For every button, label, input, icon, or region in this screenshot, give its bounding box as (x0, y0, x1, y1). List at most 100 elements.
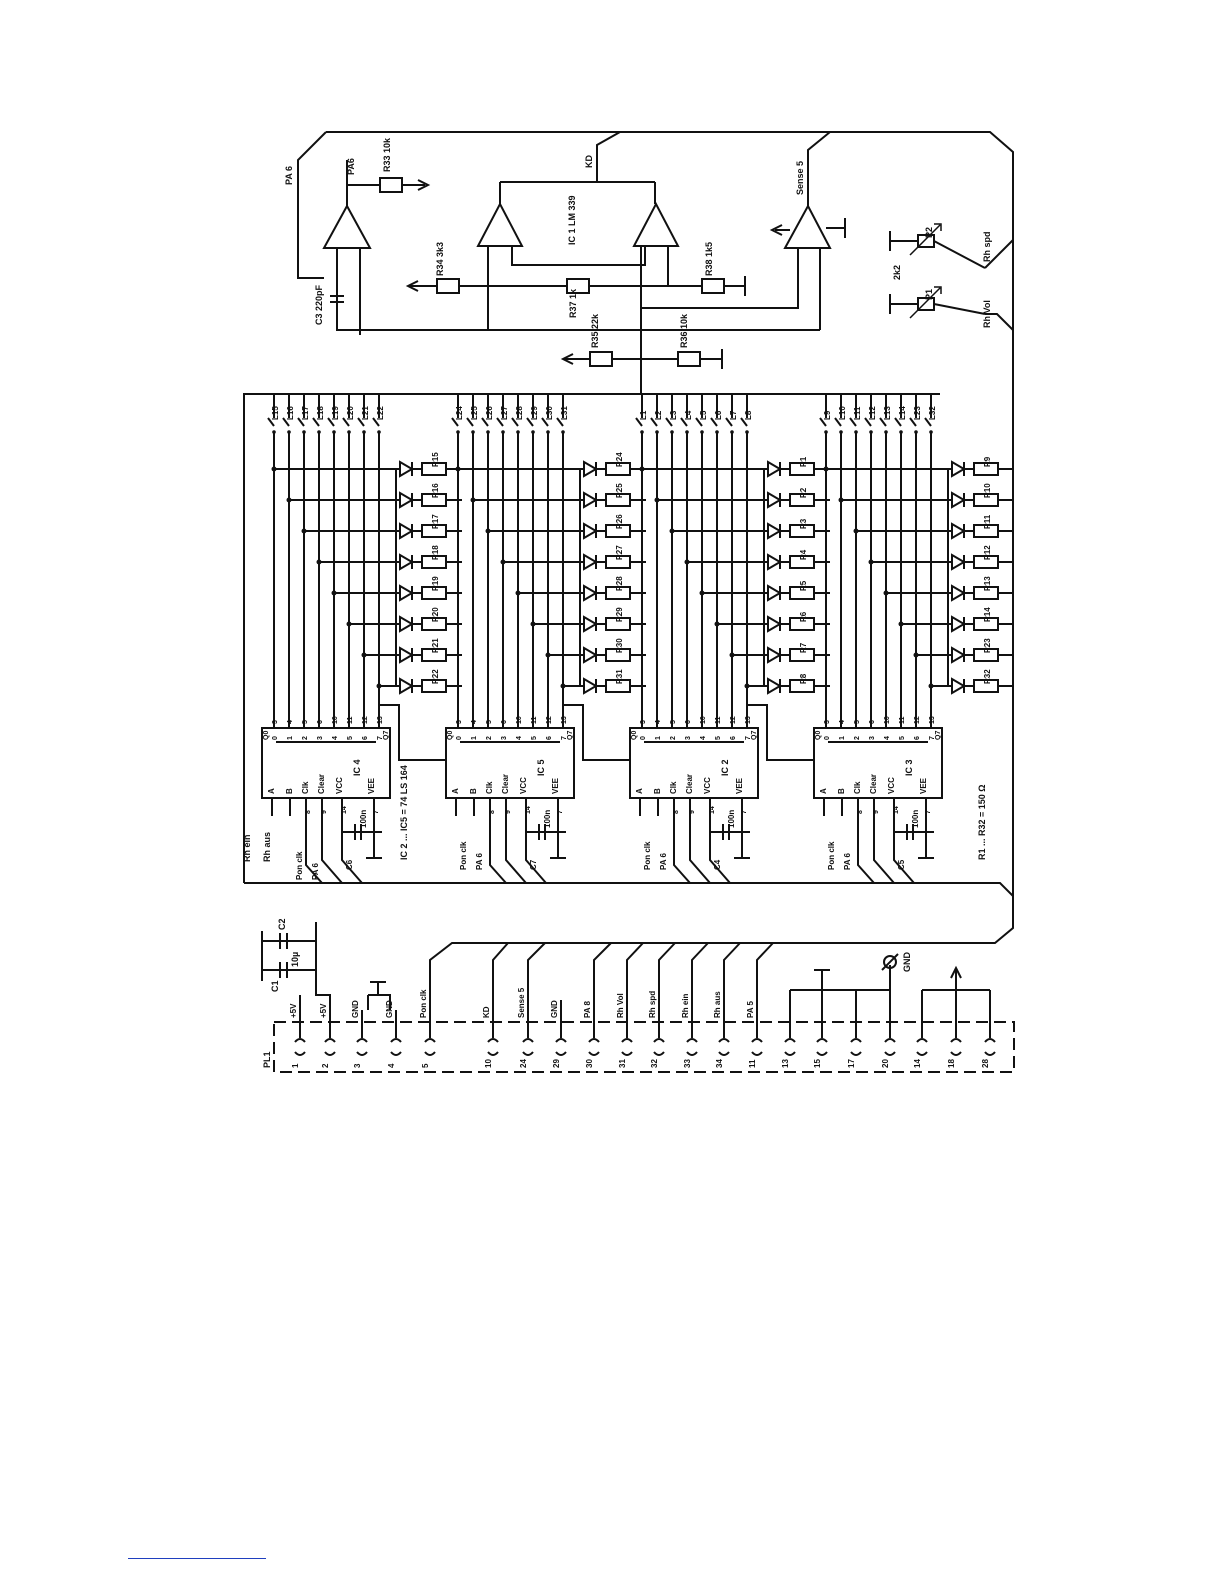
resistor-label-r32: R32 (983, 669, 992, 684)
pin-number-13: 13 (781, 1059, 790, 1068)
ic-pin-a: A (635, 788, 644, 794)
diode-32 (951, 677, 966, 695)
resistor-r33 (379, 177, 403, 193)
diode-4 (399, 553, 414, 571)
line-label-l14: L14 (898, 406, 907, 420)
pin-13: 13 (781, 1010, 796, 1068)
resistor-label-r8: R8 (799, 673, 808, 684)
comparator-u2 (476, 201, 524, 247)
line-label-l8: L8 (744, 410, 753, 420)
diode-23 (767, 646, 782, 664)
ic-pin-6: 6 (685, 720, 692, 724)
line-label-l20: L20 (346, 406, 355, 420)
switch-l5 (695, 394, 703, 427)
switch-l15 (267, 394, 275, 427)
diode-17 (767, 460, 782, 478)
vee-pin-7: 7 (925, 810, 932, 814)
ic-q-4: 4 (884, 736, 891, 740)
line-label-l11: L11 (853, 406, 862, 420)
ic-pin-10: 10 (516, 716, 523, 724)
diode-10 (583, 491, 598, 509)
pin-28: 28 (981, 1010, 996, 1068)
ic-pin-10: 10 (700, 716, 707, 724)
ic-pin-13: 13 (929, 716, 936, 724)
diode-29 (951, 584, 966, 602)
switch-l24 (451, 394, 459, 427)
ic-q-7: 7 (561, 736, 568, 740)
pin-15: 15 (813, 1010, 828, 1068)
pin-14: 14 (913, 1010, 928, 1068)
ic-q-3: 3 (317, 736, 324, 740)
label-kd: KD (584, 155, 594, 168)
diode-8 (399, 677, 414, 695)
clear-pin-9: 9 (873, 810, 880, 814)
label-r35: R35 22k (590, 313, 600, 348)
pin-number-32: 32 (650, 1059, 659, 1068)
diode-13 (583, 584, 598, 602)
ic-2 (261, 727, 391, 799)
pin-number-15: 15 (813, 1059, 822, 1068)
ic-pin-5: 5 (302, 720, 309, 724)
ic-pin-6: 6 (869, 720, 876, 724)
label-r-note: R1 ... R32 = 150 Ω (977, 784, 987, 860)
switch-l21 (357, 394, 365, 427)
outer-bus-lines (243, 131, 1014, 1010)
resistor-label-r26: R26 (615, 514, 624, 529)
cap-value-c5: 100n (911, 810, 920, 828)
label-rhvol: Rh Vol (982, 300, 992, 328)
pin-number-11: 11 (748, 1059, 757, 1068)
label-p1: P1 (924, 289, 934, 300)
switch-l25 (466, 394, 474, 427)
resistor-label-r17: R17 (431, 514, 440, 529)
line-label-l22: L22 (376, 406, 385, 420)
resistor-label-r6: R6 (799, 611, 808, 622)
line-label-l12: L12 (868, 406, 877, 420)
ic-pin-4: 4 (655, 720, 662, 724)
pin-signal-32: Rh spd (648, 991, 657, 1018)
vee-pin-7: 7 (557, 810, 564, 814)
pin-number-28: 28 (981, 1059, 990, 1068)
label-r38: R38 1k5 (704, 242, 714, 276)
switch-l1 (635, 394, 643, 427)
ic-q-0: 0 (824, 736, 831, 740)
clk-pin-8: 8 (857, 810, 864, 814)
label-pa6: PA 6 (284, 166, 294, 185)
ic-pin-vee: VEE (551, 777, 560, 794)
pin-number-17: 17 (847, 1059, 856, 1068)
switch-l4 (680, 394, 688, 427)
diode-3 (399, 522, 414, 540)
pin-signal-11: PA 5 (746, 1001, 755, 1018)
label-pl1: PL1 (262, 1051, 272, 1068)
switch-l20 (342, 394, 350, 427)
pin-number-2: 2 (321, 1063, 330, 1068)
ic-q-5: 5 (899, 736, 906, 740)
resistor-label-r7: R7 (799, 642, 808, 653)
ic-name: IC 4 (352, 759, 362, 776)
ic-pin-b: B (469, 788, 478, 794)
ic-q-6: 6 (914, 736, 921, 740)
ic-pin-vcc: VCC (703, 777, 712, 794)
ic-q-5: 5 (531, 736, 538, 740)
label-c2: C2 (277, 918, 287, 930)
ic-q-2: 2 (854, 736, 861, 740)
ic-pin-vee: VEE (735, 777, 744, 794)
resistor-label-r12: R12 (983, 545, 992, 560)
label-sense5: Sense 5 (795, 161, 805, 195)
ic-pin-11: 11 (531, 716, 538, 724)
ic-q-6: 6 (362, 736, 369, 740)
switch-l32 (924, 394, 932, 427)
ic-pin-clk: Clk (301, 781, 310, 794)
ic-pin-clear: Clear (317, 774, 326, 794)
ic-q-5: 5 (347, 736, 354, 740)
comparator-u4 (783, 203, 832, 249)
ic-q-7: 7 (377, 736, 384, 740)
ic-name: IC 3 (904, 759, 914, 776)
pin-signal-29: GND (550, 1000, 559, 1018)
line-label-l27: L27 (500, 406, 509, 420)
ic-q7-label: Q7 (751, 731, 758, 740)
label-pa6-3: PA 6 (843, 853, 852, 870)
